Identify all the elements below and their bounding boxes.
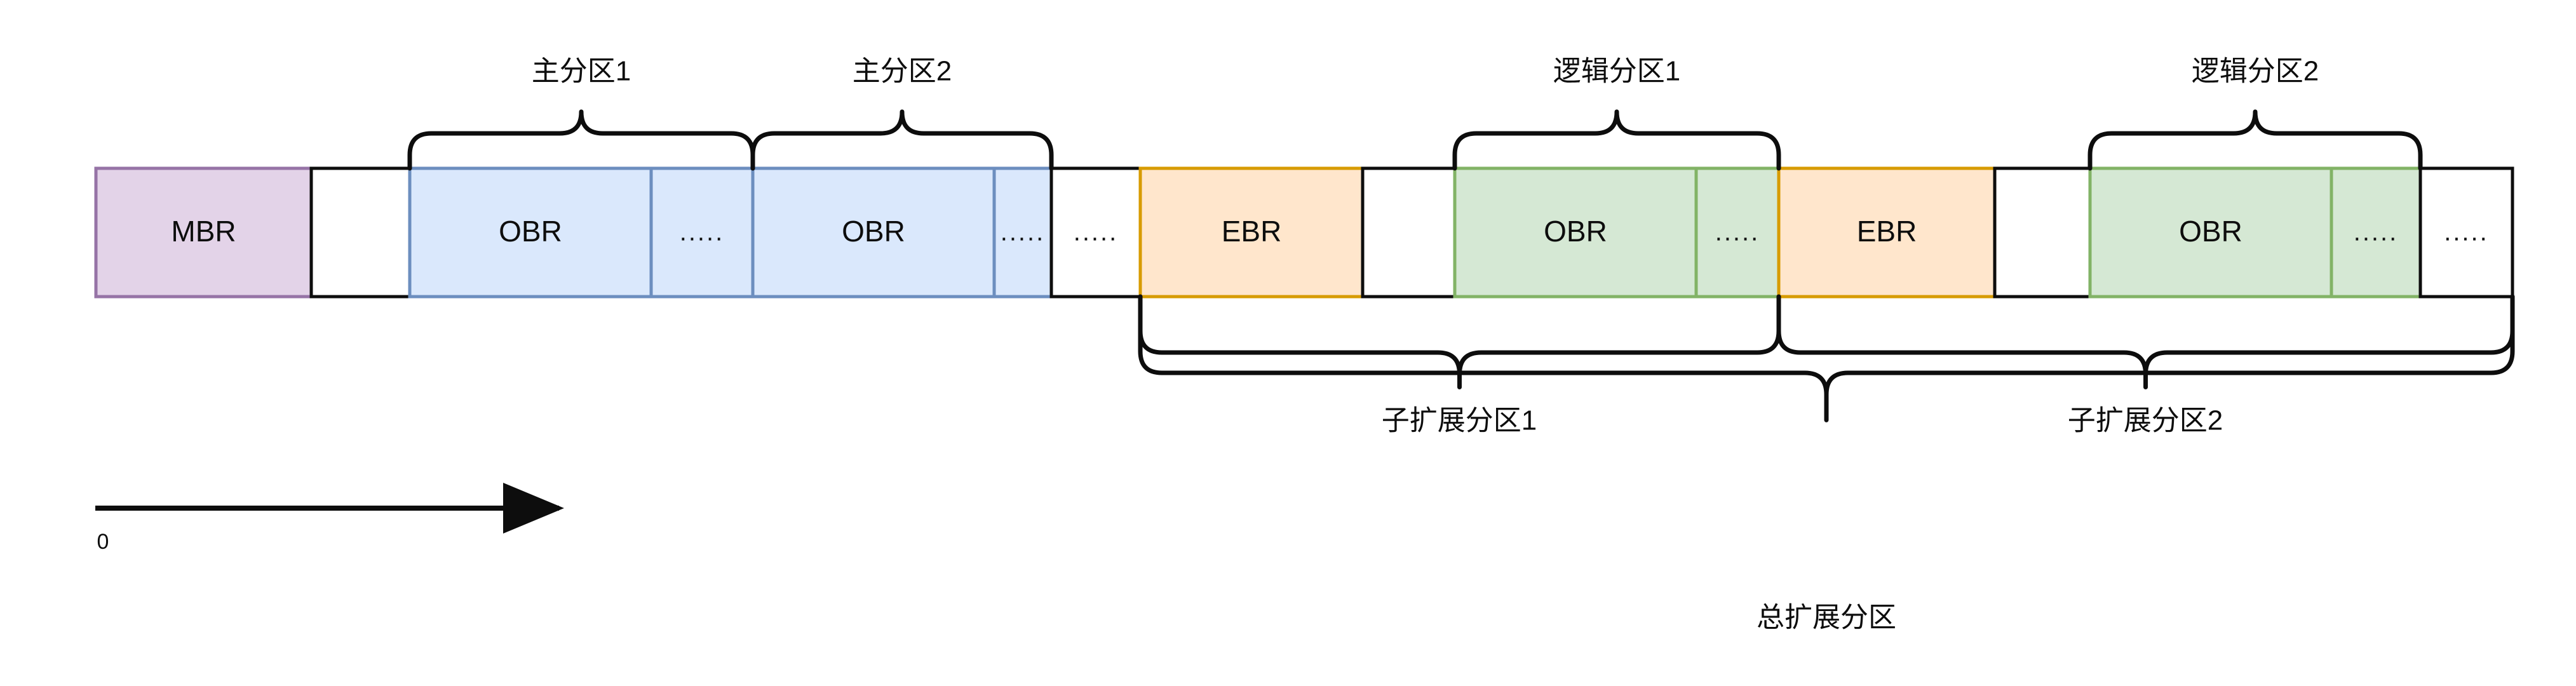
block-rect: [1777, 166, 1997, 299]
strip-block-p1-rest: .....: [649, 166, 755, 299]
block-rect: [649, 166, 755, 299]
brace-primary-1: 主分区1: [407, 56, 755, 171]
strip-block-l2-obr: OBR: [2088, 166, 2333, 299]
top-brace-group: 主分区1 主分区2 逻辑分区1 逻辑分区2: [407, 56, 2423, 171]
block-ellipsis: .....: [680, 219, 725, 246]
brace-logical-1: 逻辑分区1: [1452, 56, 1781, 171]
brace-sub-ext-2: 子扩展分区2: [1776, 294, 2515, 436]
block-ellipsis: .....: [2354, 219, 2399, 246]
brace-path: [1138, 294, 2515, 422]
brace-label: 逻辑分区2: [2192, 56, 2319, 87]
block-ellipsis: .....: [1074, 219, 1119, 246]
block-rect: [309, 166, 412, 299]
brace-sub-ext-1: 子扩展分区1: [1138, 294, 1781, 436]
block-label: OBR: [842, 215, 905, 248]
disk-strip: MBR OBR..... OBR.......... EBR OBR..... EBR OB…: [94, 166, 2514, 299]
strip-block-l1-rest: .....: [1694, 166, 1781, 299]
strip-block-tail: .....: [2418, 166, 2514, 299]
strip-block-gap2: .....: [1049, 166, 1142, 299]
block-rect: [2330, 166, 2422, 299]
block-rect: [1138, 166, 1365, 299]
block-rect: [2418, 166, 2514, 299]
block-rect: [1993, 166, 2092, 299]
block-label: EBR: [1222, 215, 1282, 248]
strip-block-p1-obr: OBR: [408, 166, 653, 299]
block-ellipsis: .....: [2444, 219, 2489, 246]
block-label: OBR: [1544, 215, 1607, 248]
block-label: OBR: [2179, 215, 2242, 248]
block-ellipsis: .....: [1715, 219, 1760, 246]
brace-path: [1452, 109, 1781, 171]
strip-block-p2-rest: .....: [992, 166, 1053, 299]
strip-block-mbr: MBR: [94, 166, 313, 299]
strip-block-l2-rest: .....: [2330, 166, 2422, 299]
strip-block-gap1: [309, 166, 412, 299]
brace-total-ext: 总扩展分区: [1138, 294, 2515, 633]
brace-label: 子扩展分区2: [2068, 405, 2223, 436]
block-rect: [1361, 166, 1457, 299]
block-rect: [94, 166, 313, 299]
brace-label: 逻辑分区1: [1553, 56, 1680, 87]
block-rect: [408, 166, 653, 299]
block-rect: [1049, 166, 1142, 299]
brace-label: 子扩展分区1: [1382, 405, 1537, 436]
offset-axis-zero-label: 0: [97, 530, 109, 554]
strip-block-p2-obr: OBR: [751, 166, 996, 299]
brace-label: 总扩展分区: [1757, 602, 1896, 633]
strip-block-ebr1: EBR: [1138, 166, 1365, 299]
strip-block-ebr2: EBR: [1777, 166, 1997, 299]
block-ellipsis: .....: [1001, 219, 1046, 246]
strip-block-l1-obr: OBR: [1453, 166, 1698, 299]
strip-block-gap4: [1993, 166, 2092, 299]
brace-logical-2: 逻辑分区2: [2087, 56, 2423, 171]
brace-primary-2: 主分区2: [750, 56, 1054, 171]
block-label: EBR: [1857, 215, 1917, 248]
block-rect: [1694, 166, 1781, 299]
offset-axis: 0: [95, 483, 564, 554]
brace-path: [2087, 109, 2423, 171]
bottom-brace-group: 子扩展分区1 子扩展分区2 总扩展分区: [1138, 294, 2515, 633]
brace-path: [750, 109, 1054, 171]
strip-block-gap3: [1361, 166, 1457, 299]
block-label: OBR: [499, 215, 562, 248]
brace-label: 主分区1: [532, 56, 631, 87]
block-rect: [1453, 166, 1698, 299]
block-rect: [992, 166, 1053, 299]
brace-label: 主分区2: [853, 56, 952, 87]
brace-path: [407, 109, 755, 171]
block-label: MBR: [171, 215, 236, 248]
